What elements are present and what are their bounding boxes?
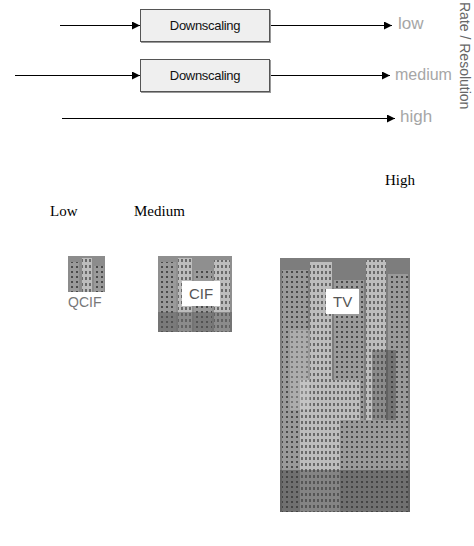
format-tag: CIF — [182, 281, 220, 306]
rate-level: medium — [395, 65, 452, 84]
process-box: Downscaling — [140, 59, 270, 92]
node-text: Downscaling — [170, 68, 240, 83]
cif-image — [158, 256, 232, 332]
level-heading: Low — [50, 202, 78, 220]
rate-level: high — [400, 107, 432, 127]
node-text: TV — [333, 293, 352, 310]
format-tag: TV — [326, 289, 359, 314]
qcif-image — [68, 256, 105, 292]
axis-title: Rate / Resolution — [456, 2, 473, 109]
level-heading: Medium — [134, 202, 185, 220]
level-heading: High — [385, 171, 415, 189]
rate-level: low — [398, 14, 424, 34]
format-name: QCIF — [68, 294, 101, 311]
process-box: Downscaling — [140, 9, 270, 42]
tv-image — [280, 258, 410, 512]
node-text: Downscaling — [170, 18, 240, 33]
node-text: CIF — [189, 285, 213, 302]
